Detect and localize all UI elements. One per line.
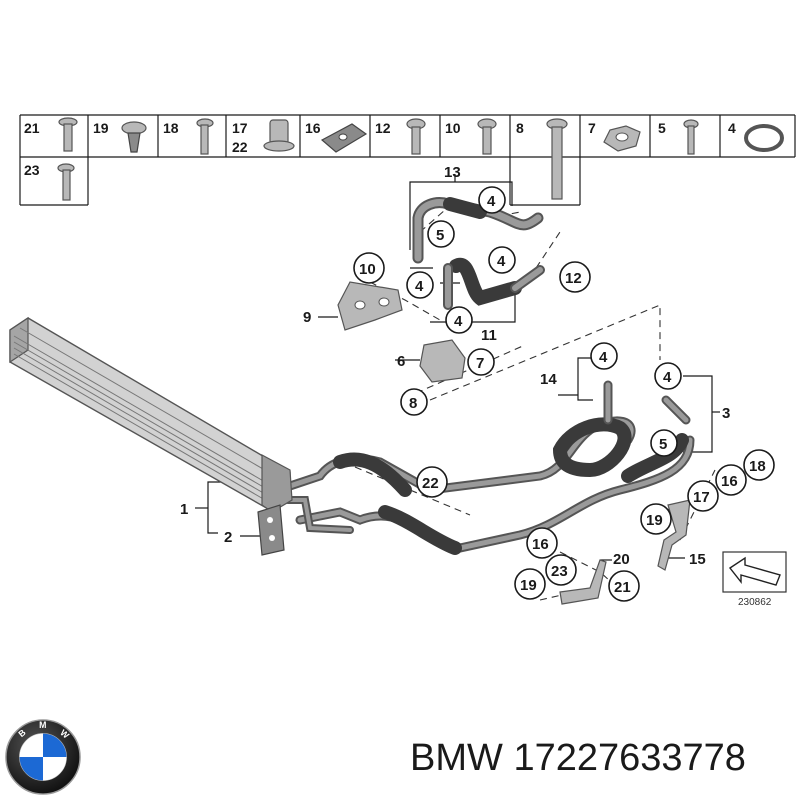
callout-4e: 4 xyxy=(599,349,608,366)
header-label-22: 22 xyxy=(232,139,248,155)
brand-name: BMW xyxy=(410,737,503,779)
header-label-19: 19 xyxy=(93,120,109,136)
parts-header-table: 21 19 18 17 22 16 12 10 8 7 5 4 23 xyxy=(19,114,796,206)
part-number: 17227633778 xyxy=(513,737,746,779)
oil-cooler-radiator xyxy=(9,316,293,513)
callout-14: 14 xyxy=(540,371,557,388)
mount-6 xyxy=(419,339,466,383)
bracket-2 xyxy=(257,504,285,556)
callout-21: 21 xyxy=(614,579,631,596)
bolt-icon xyxy=(57,163,75,201)
callout-15: 15 xyxy=(689,551,706,568)
callout-16a: 16 xyxy=(532,536,549,553)
callout-7: 7 xyxy=(476,355,484,372)
header-label-4: 4 xyxy=(728,120,736,136)
header-label-21: 21 xyxy=(24,120,40,136)
callout-4a: 4 xyxy=(487,193,496,210)
bolt-icon xyxy=(196,118,214,155)
callout-6: 6 xyxy=(397,353,405,370)
callout-2: 2 xyxy=(224,529,232,546)
header-label-10: 10 xyxy=(445,120,461,136)
bmw-logo: B M W xyxy=(5,719,81,795)
callouts: 13 4 5 4 10 4 12 9 4 11 6 7 8 4 14 4 3 5… xyxy=(180,164,775,602)
hose-assembly-main xyxy=(284,380,695,555)
callout-1: 1 xyxy=(180,501,188,518)
callout-17: 17 xyxy=(693,489,710,506)
callout-12: 12 xyxy=(565,270,582,287)
bracket-9 xyxy=(337,281,403,331)
part-reference: BMW 17227633778 xyxy=(410,737,746,780)
callout-4f: 4 xyxy=(663,369,672,386)
header-label-18: 18 xyxy=(163,120,179,136)
callout-10: 10 xyxy=(359,261,376,278)
header-label-7: 7 xyxy=(588,120,596,136)
callout-8: 8 xyxy=(409,395,417,412)
svg-text:B: B xyxy=(16,727,27,739)
callout-19a: 19 xyxy=(646,512,663,529)
bracket-icon xyxy=(320,123,368,153)
arrow-icon xyxy=(722,551,787,593)
header-label-5: 5 xyxy=(658,120,666,136)
header-label-16: 16 xyxy=(305,120,321,136)
callout-19b: 19 xyxy=(520,577,537,594)
nut-icon xyxy=(263,119,295,152)
svg-text:M: M xyxy=(39,720,46,730)
callout-5a: 5 xyxy=(436,227,444,244)
bolt-icon xyxy=(546,118,568,200)
header-label-8: 8 xyxy=(516,120,524,136)
hose-assembly-upper xyxy=(412,197,545,310)
callout-5b: 5 xyxy=(659,436,667,453)
bolt-icon xyxy=(406,118,426,155)
callout-20: 20 xyxy=(613,551,630,568)
bolt-icon xyxy=(477,118,497,155)
nut-icon xyxy=(603,125,641,152)
header-label-23: 23 xyxy=(24,162,40,178)
bolt-icon xyxy=(683,119,699,155)
o-ring-icon xyxy=(744,124,784,152)
callout-4c: 4 xyxy=(415,278,424,295)
callout-4d: 4 xyxy=(454,313,463,330)
callout-13: 13 xyxy=(444,164,461,181)
header-label-17: 17 xyxy=(232,120,248,136)
bracket-15 xyxy=(657,499,691,571)
callout-22: 22 xyxy=(422,475,439,492)
callout-23: 23 xyxy=(551,563,568,580)
callout-11: 11 xyxy=(481,327,497,344)
callout-3: 3 xyxy=(722,405,730,422)
bracket-20 xyxy=(559,559,607,605)
header-label-12: 12 xyxy=(375,120,391,136)
callout-4b: 4 xyxy=(497,253,506,270)
reference-code: 230862 xyxy=(738,597,772,608)
bolt-icon xyxy=(58,117,78,152)
callout-18: 18 xyxy=(749,458,766,475)
clip-icon xyxy=(121,121,147,153)
callout-16b: 16 xyxy=(721,473,738,490)
callout-9: 9 xyxy=(303,309,311,326)
